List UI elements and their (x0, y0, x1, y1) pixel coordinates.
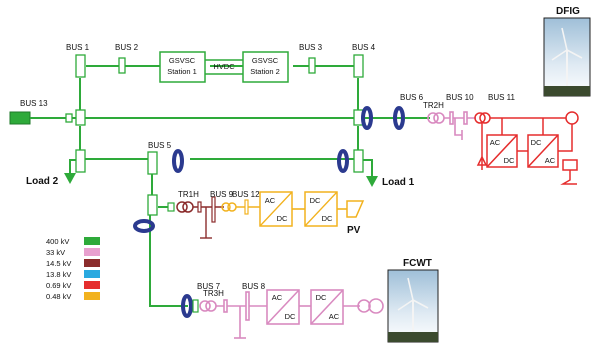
bus12-label: BUS 12 (232, 190, 260, 199)
fcwt-label: FCWT (403, 258, 432, 269)
legend-swatch (84, 292, 100, 300)
load2-label: Load 2 (26, 176, 59, 187)
tr2h-label: TR2H (423, 101, 444, 110)
current-transformers (133, 106, 405, 318)
pv-converter-labels: AC DC DC DC (265, 196, 333, 223)
hvdc-link: GSVSC Station 1 HVDC GSVSC Station 2 (159, 51, 289, 83)
legend-label: 0.48 kV (46, 292, 71, 301)
legend-label: 13.8 kV (46, 270, 71, 279)
tr3h-label: TR3H (203, 289, 224, 298)
fcwt-converter-labels: AC DC DC AC (272, 293, 340, 321)
legend-label: 14.5 kV (46, 259, 71, 268)
dfig-converter-labels: AC DC DC AC (490, 138, 556, 165)
legend-label: 0.69 kV (46, 281, 71, 290)
legend-swatch (84, 237, 100, 245)
dfig-turbine-picture (543, 17, 591, 97)
dfig-label: DFIG (556, 6, 580, 17)
bus9-label: BUS 9 (210, 190, 234, 199)
network-33kv-fcwt (192, 289, 384, 339)
dfig-dc-left: DC (504, 156, 515, 165)
fcwt-dc-left: DC (285, 312, 296, 321)
bus10-label: BUS 10 (446, 93, 474, 102)
tr1h-label: TR1H (178, 190, 199, 199)
legend-swatch (84, 281, 100, 289)
pv-label: PV (347, 225, 361, 236)
bus4-label: BUS 4 (352, 43, 376, 52)
fcwt-ac-right: AC (329, 312, 340, 321)
voltage-legend: 400 kV 33 kV 14.5 kV 13.8 kV 0.69 kV 0.48 kV (46, 237, 100, 301)
bus13-label: BUS 13 (20, 99, 48, 108)
fcwt-ac-left: AC (272, 293, 283, 302)
bus5-label: BUS 5 (148, 141, 172, 150)
bus-bars (65, 54, 364, 216)
pv-ac-right: DC (322, 214, 333, 223)
hvdc-label: HVDC (213, 62, 235, 71)
generator-labels: DFIG FCWT PV (347, 6, 580, 269)
bus1-label: BUS 1 (66, 43, 90, 52)
fcwt-turbine-picture (387, 269, 439, 343)
load-arrows (64, 173, 378, 187)
station2-line1: GSVSC (252, 56, 279, 65)
bus8-label: BUS 8 (242, 282, 266, 291)
pv-dc-left: DC (277, 214, 288, 223)
legend-label: 33 kV (46, 248, 65, 257)
dfig-ac-right: AC (545, 156, 556, 165)
fcwt-dc-right: DC (316, 293, 327, 302)
load-labels: Load 2 Load 1 (26, 176, 415, 188)
bus7-label: BUS 7 (197, 282, 221, 291)
pv-ac-left: AC (265, 196, 276, 205)
station2-line2: Station 2 (250, 67, 280, 76)
bus6-label: BUS 6 (400, 93, 424, 102)
station1-line2: Station 1 (167, 67, 197, 76)
legend-swatch (84, 248, 100, 256)
bus3-label: BUS 3 (299, 43, 323, 52)
transformer-labels: TR1H TR2H TR3H (178, 101, 444, 298)
bus13-generator (9, 111, 40, 125)
dfig-dc-right: DC (531, 138, 542, 147)
pv-dc-right: DC (310, 196, 321, 205)
network-069kv-dfig (474, 111, 579, 185)
bus-labels: BUS 1 BUS 2 BUS 3 BUS 4 BUS 5 BUS 6 BUS … (20, 43, 516, 291)
legend-swatch (84, 259, 100, 267)
station1-line1: GSVSC (169, 56, 196, 65)
bus2-label: BUS 2 (115, 43, 139, 52)
network-14kv-pv (167, 191, 365, 239)
legend-label: 400 kV (46, 237, 69, 246)
load1-label: Load 1 (382, 177, 415, 188)
legend-swatch (84, 270, 100, 278)
network-33kv-dfig (427, 111, 476, 140)
dfig-ac-left: AC (490, 138, 501, 147)
bus11-label: BUS 11 (488, 93, 516, 102)
